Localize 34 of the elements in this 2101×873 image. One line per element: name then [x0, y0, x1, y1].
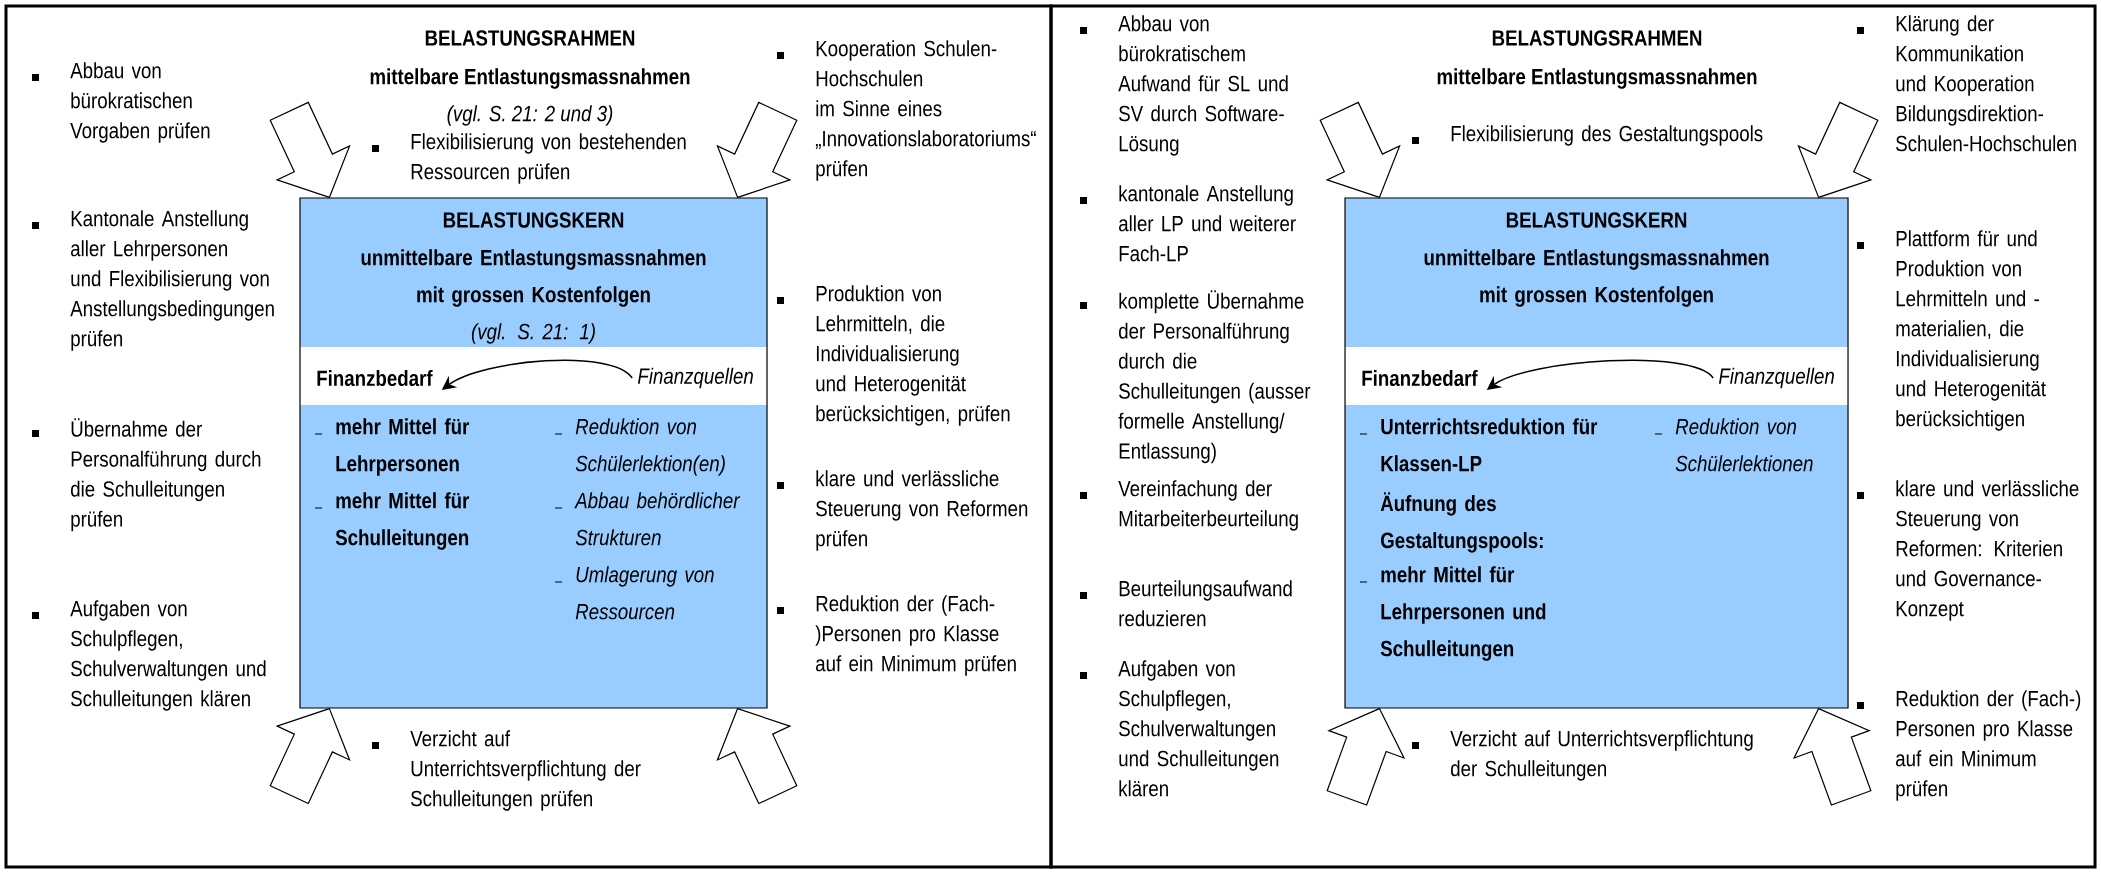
column-heading: Finanzbedarf	[1362, 369, 1478, 387]
bullet-item: Vereinfachung der Mitarbeiterbeurteilung	[1080, 480, 1298, 531]
bullet-item: Aufgaben von Schulpflegen, Schulverwaltungen und Schulleitungen klären	[32, 600, 266, 711]
list-item: mehr Mittel für Lehrpersonen und Schulleitungen	[1359, 566, 1546, 661]
bullet-item: Beurteilungsaufwand reduzieren	[1080, 580, 1292, 627]
bullet-item: Reduktion der (Fach-) Personen pro Klasse auf ein Minimum prüfen	[1857, 690, 2081, 801]
bullet-item: Aufgaben von Schulpflegen, Schulverwaltungen und Schulleitungen klären	[1080, 660, 1279, 797]
bullet-item: Produktion von Lehrmitteln, die Individualisierung und Heterogenität berücksichtigen, prüfen	[777, 285, 1010, 426]
bullet-item: Plattform für und Produktion von Lehrmitteln und -materialien, die Individualisierung und Heterogenität berücksichtigen	[1857, 230, 2046, 431]
bullet-item: kantonale Anstellung aller LP und weiterer Fach-LP	[1080, 185, 1296, 262]
column-heading: Finanzquellen	[1718, 367, 1834, 389]
bullet-item: Verzicht auf Unterrichtsverpflichtung der Schulleitungen	[1412, 730, 1753, 781]
bullet-item: Kooperation Schulen-Hochschulen im Sinne eines „Innovationslaboratoriums“ prüfen	[777, 40, 1036, 181]
bullet-item: Flexibilisierung des Gestaltungspools	[1412, 125, 1763, 146]
list-item: mehr Mittel für Schulleitungen	[314, 492, 470, 550]
bullet-item: Flexibilisierung von bestehenden Ressourcen prüfen	[372, 133, 686, 184]
column-heading: Finanzquellen	[637, 367, 753, 389]
bullet-item: Verzicht auf Unterrichtsverpflichtung der Schulleitungen prüfen	[372, 730, 641, 811]
list-item: Reduktion von Schülerlektionen	[1654, 418, 1813, 472]
column-heading: Finanzbedarf	[317, 369, 433, 387]
bullet-item: Klärung der Kommunikation und Kooperation Bildungsdirektion-Schulen-Hochschulen	[1857, 15, 2076, 152]
bullet-item: klare und verlässliche Steuerung von Reformen prüfen	[777, 470, 1028, 551]
bullet-item: Abbau von bürokratischen Vorgaben prüfen	[32, 62, 210, 143]
bullet-item: klare und verlässliche Steuerung von Reformen: Kriterien und Governance-Konzept	[1857, 480, 2079, 621]
bullet-item: komplette Übernahme der Personalführung durch die Schulleitungen (ausser formelle Anstellung/ Entlassung)	[1080, 290, 1311, 464]
bullet-item: Reduktion der (Fach-)Personen pro Klasse auf ein Minimum prüfen	[777, 595, 1016, 676]
bullet-item: Abbau von bürokratischem Aufwand für SL und SV durch Software-Lösung	[1080, 15, 1288, 156]
list-item: Abbau behördlicher Strukturen	[554, 492, 741, 546]
bullet-item: Kantonale Anstellung aller Lehrpersonen und Flexibilisierung von Anstellungsbedingungen prüfen	[32, 210, 274, 351]
list-item: Umlagerung von Ressourcen	[554, 566, 714, 620]
list-item: Unterrichtsreduktion für Klassen-LP	[1359, 418, 1598, 472]
list-item: Reduktion von Schülerlektion(en)	[554, 418, 725, 476]
list-item: Äufnung des Gestaltungspools:	[1380, 492, 1543, 553]
bullet-item: Übernahme der Personalführung durch die Schulleitungen prüfen	[32, 418, 261, 532]
